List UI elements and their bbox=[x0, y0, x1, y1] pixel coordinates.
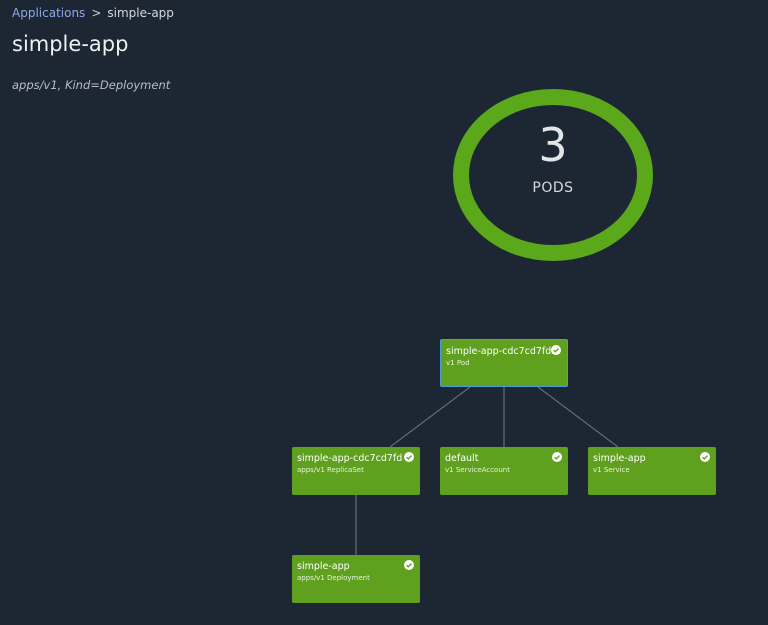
page-title: simple-app bbox=[12, 32, 129, 56]
node-kind: apps/v1 Deployment bbox=[297, 574, 370, 582]
node-name: simple-app-cdc7cd7fd bbox=[297, 453, 403, 464]
graph-node-service[interactable]: simple-app v1 Service bbox=[588, 447, 716, 495]
edge-pod-replicaset bbox=[389, 386, 471, 448]
node-name: simple-app-cdc7cd7fd... bbox=[446, 346, 561, 357]
node-name: simple-app bbox=[593, 453, 646, 464]
pods-label: PODS bbox=[532, 180, 574, 196]
pods-ring-arc bbox=[453, 89, 653, 261]
pods-donut-chart bbox=[453, 89, 653, 261]
check-circle-icon bbox=[404, 560, 414, 570]
check-circle-icon bbox=[700, 452, 710, 462]
node-kind: v1 ServiceAccount bbox=[445, 466, 510, 474]
breadcrumb-chevron-icon: > bbox=[91, 6, 102, 20]
check-circle-icon bbox=[552, 452, 562, 462]
resource-kind-subtitle: apps/v1, Kind=Deployment bbox=[12, 78, 171, 92]
pods-count: 3 bbox=[538, 118, 568, 172]
graph-node-deployment[interactable]: simple-app apps/v1 Deployment bbox=[292, 555, 420, 603]
node-kind: v1 Pod bbox=[446, 359, 470, 367]
graph-node-replicaset[interactable]: simple-app-cdc7cd7fd apps/v1 ReplicaSet bbox=[292, 447, 420, 495]
graph-node-serviceaccount[interactable]: default v1 ServiceAccount bbox=[440, 447, 568, 495]
breadcrumb: Applications > simple-app bbox=[12, 6, 174, 20]
node-name: default bbox=[445, 453, 479, 464]
node-kind: v1 Service bbox=[593, 466, 630, 474]
edge-pod-service bbox=[537, 386, 619, 448]
graph-node-pod[interactable]: simple-app-cdc7cd7fd... v1 Pod bbox=[440, 339, 568, 387]
check-circle-icon bbox=[404, 452, 414, 462]
check-circle-icon bbox=[551, 345, 561, 355]
breadcrumb-applications-link[interactable]: Applications bbox=[12, 6, 86, 20]
node-kind: apps/v1 ReplicaSet bbox=[297, 466, 364, 474]
node-name: simple-app bbox=[297, 561, 350, 572]
breadcrumb-current: simple-app bbox=[107, 6, 174, 20]
